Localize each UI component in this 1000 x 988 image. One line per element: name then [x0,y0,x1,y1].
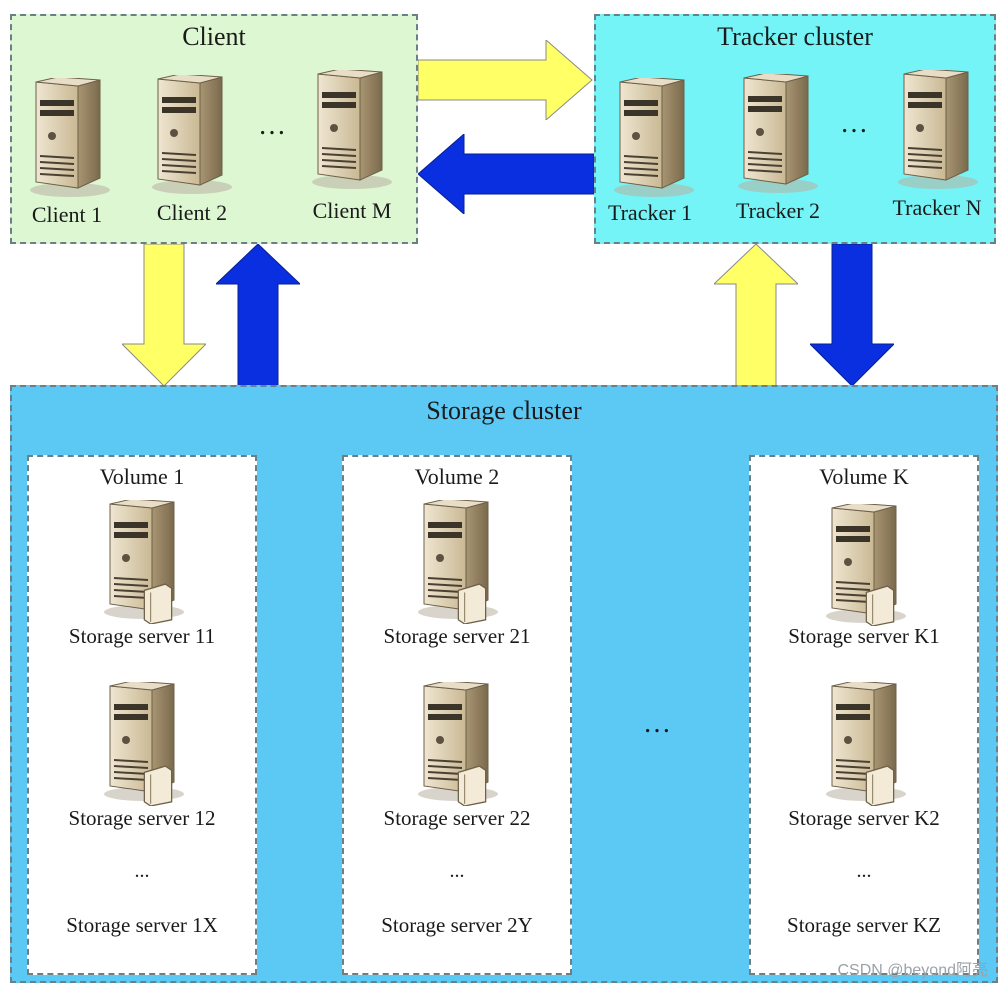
storage-server-21-label: Storage server 21 [383,624,531,648]
tracker-2-server-icon [730,74,820,194]
client-1-server-icon [22,78,112,198]
client-m-server-icon [304,70,394,190]
storage-disk-k1-icon [864,584,896,626]
storage-disk-k2-icon [864,764,896,806]
storage-to-tracker-arrow [714,244,798,386]
storage-to-client-arrow [216,244,300,386]
storage-cluster-title: Storage cluster [426,396,582,425]
client-m-label: Client M [312,198,392,223]
volume-1-ellipsis: ... [134,860,150,882]
tracker-to-client-arrow [418,134,594,214]
storage-server-11-label: Storage server 11 [68,624,216,648]
client-2-label: Client 2 [156,200,228,225]
tracker-1-label: Tracker 1 [607,200,693,225]
storage-server-2y-label: Storage server 2Y [381,913,533,937]
tracker-1-server-icon [606,78,696,198]
client-1-label: Client 1 [31,202,103,227]
tracker-ellipsis: … [840,108,870,139]
storage-server-k2-label: Storage server K2 [788,806,940,830]
storage-server-1x-label: Storage server 1X [66,913,218,937]
client-to-storage-arrow [122,244,206,386]
tracker-n-label: Tracker N [892,195,982,220]
storage-disk-22-icon [456,764,488,806]
storage-server-12-label: Storage server 12 [68,806,216,830]
tracker-2-label: Tracker 2 [735,198,821,223]
volume-2-ellipsis: ... [449,860,465,882]
tracker-to-storage-arrow [810,244,894,386]
storage-disk-12-icon [142,764,174,806]
client-ellipsis: … [258,110,288,141]
volume-k-title: Volume K [819,464,909,489]
volume-1-title: Volume 1 [99,464,185,489]
storage-server-kz-label: Storage server KZ [787,913,941,937]
storage-server-22-label: Storage server 22 [383,806,531,830]
storage-server-k1-label: Storage server K1 [788,624,940,648]
tracker-n-server-icon [890,70,980,190]
storage-disk-21-icon [456,582,488,624]
client-to-tracker-arrow [418,40,593,120]
volume-2-title: Volume 2 [414,464,500,489]
watermark: CSDN @beyond阿亮 [837,962,988,979]
client-title: Client [182,22,246,51]
volumes-ellipsis: … [643,708,673,739]
client-2-server-icon [144,75,234,195]
storage-disk-11-icon [142,582,174,624]
volume-k-ellipsis: ... [856,860,872,882]
tracker-cluster-title: Tracker cluster [717,22,873,51]
